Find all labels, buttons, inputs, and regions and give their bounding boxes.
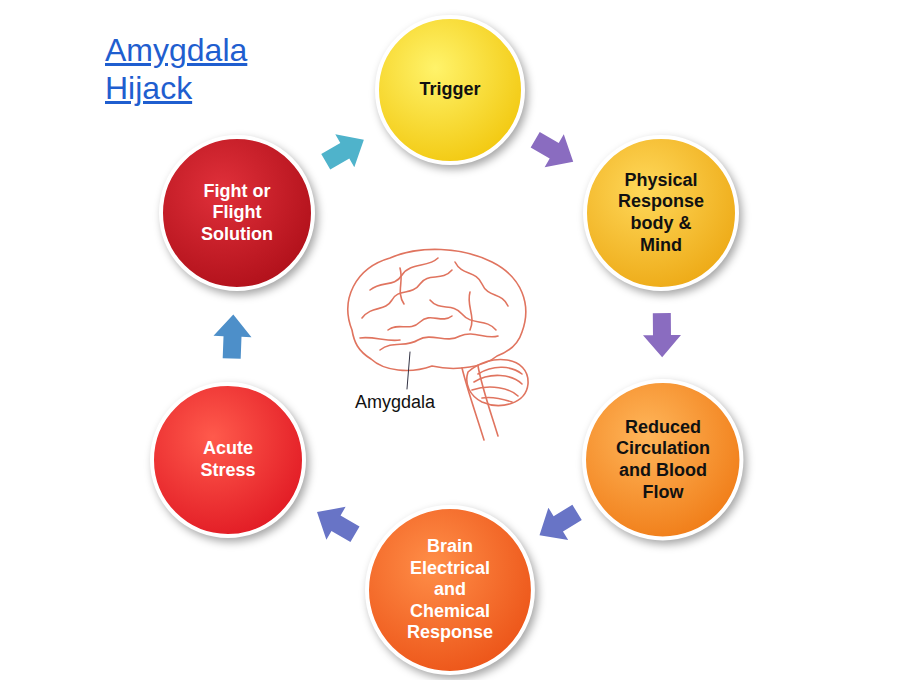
stage-circle: Trigger — [375, 15, 525, 165]
stage-circle: Physical Response body & Mind — [583, 135, 739, 291]
cycle-arrow — [317, 507, 360, 542]
stage-circle: Fight or Flight Solution — [159, 135, 315, 291]
stage-circle: Brain Electrical and Chemical Response — [365, 505, 535, 675]
stage-text: Physical Response body & Mind — [611, 170, 711, 256]
stage-text: Reduced Circulation and Blood Flow — [607, 417, 719, 503]
stage-text: Fight or Flight Solution — [191, 181, 283, 246]
stage-text: Brain Electrical and Chemical Response — [398, 536, 502, 644]
part-label: Amygdala — [355, 392, 435, 413]
cycle-arrow — [531, 132, 574, 167]
cycle-arrow — [321, 134, 364, 169]
stage-text: Trigger — [400, 79, 500, 101]
cycle-arrow — [214, 315, 252, 359]
diagram-title: Amygdala Hijack — [105, 32, 280, 108]
stage-circle: Reduced Circulation and Blood Flow — [582, 379, 743, 540]
stage-circle: Acute Stress — [150, 382, 306, 538]
cycle-arrow — [540, 505, 582, 540]
stage-text: Acute Stress — [186, 438, 270, 481]
cycle-arrow — [643, 313, 681, 357]
